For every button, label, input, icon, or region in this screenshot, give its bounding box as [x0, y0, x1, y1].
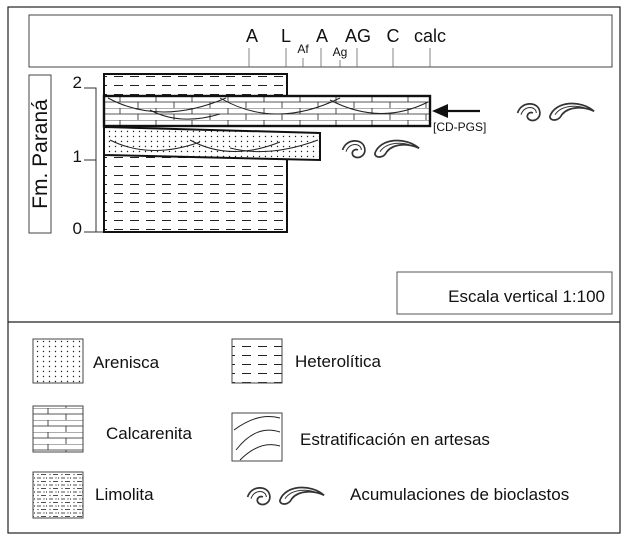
grain-label: A	[316, 26, 328, 46]
limolita-swatch	[32, 471, 84, 519]
legend-item-heterolitica: Heterolítica	[231, 338, 382, 384]
legend-label: Arenisca	[93, 353, 160, 372]
legend-label: Acumulaciones de bioclastos	[350, 485, 569, 504]
height-axis: 2 1 0	[73, 73, 104, 238]
arenisca-swatch	[32, 338, 84, 384]
legend-item-bioclastos: Acumulaciones de bioclastos	[246, 485, 569, 506]
trough-cross-strata-lower	[109, 139, 319, 153]
legend-item-arenisca: Arenisca	[32, 338, 160, 384]
formation-label: Fm. Paraná	[29, 99, 52, 209]
grain-size-scale: A L Af A Ag AG C calc	[28, 14, 613, 68]
legend: Arenisca Heterolítica Calcarenita Estrat…	[32, 338, 569, 519]
bioclast-accumulation-icon	[341, 139, 421, 159]
arrow-left-icon	[432, 104, 448, 118]
height-tick-label: 0	[73, 219, 82, 238]
grain-label: Ag	[333, 45, 348, 59]
grain-label: L	[281, 26, 291, 46]
formation-label-box: Fm. Paraná	[28, 74, 52, 234]
legend-label: Limolita	[95, 485, 154, 504]
height-tick-label: 2	[73, 73, 82, 92]
heterolitic-bed-upper	[103, 73, 288, 97]
scale-note: Escala vertical 1:100	[448, 287, 605, 306]
grain-label: AG	[345, 26, 371, 46]
legend-item-artesas: Estratificación en artesas	[231, 412, 490, 462]
stratigraphic-column	[102, 73, 432, 233]
legend-label: Estratificación en artesas	[300, 430, 490, 449]
legend-label: Heterolítica	[295, 352, 382, 371]
calcarenita-swatch	[32, 405, 84, 453]
sample-label: [CD-PGS]	[433, 120, 486, 134]
legend-label: Calcarenita	[106, 424, 193, 443]
grain-label: calc	[414, 26, 446, 46]
bioclast-accumulation-icon	[516, 102, 596, 122]
legend-item-calcarenita: Calcarenita	[32, 405, 193, 453]
heterolitic-bed-lower	[103, 154, 288, 233]
scale-note-box: Escala vertical 1:100	[396, 271, 613, 315]
legend-item-limolita: Limolita	[32, 471, 154, 519]
sandstone-bed	[103, 125, 321, 162]
grain-label: Af	[297, 42, 309, 56]
grain-label: A	[246, 26, 258, 46]
bioclast-accumulation-icon	[246, 486, 326, 506]
trough-cross-strata-upper	[107, 97, 429, 120]
artesas-swatch	[231, 412, 283, 462]
grain-label: C	[387, 26, 400, 46]
sample-marker: [CD-PGS]	[432, 104, 486, 134]
figure-frame	[7, 6, 621, 534]
calcarenite-bed	[102, 94, 432, 128]
grain-size-box	[28, 14, 613, 68]
height-tick-label: 1	[73, 147, 82, 166]
heterolitica-swatch	[231, 338, 283, 384]
